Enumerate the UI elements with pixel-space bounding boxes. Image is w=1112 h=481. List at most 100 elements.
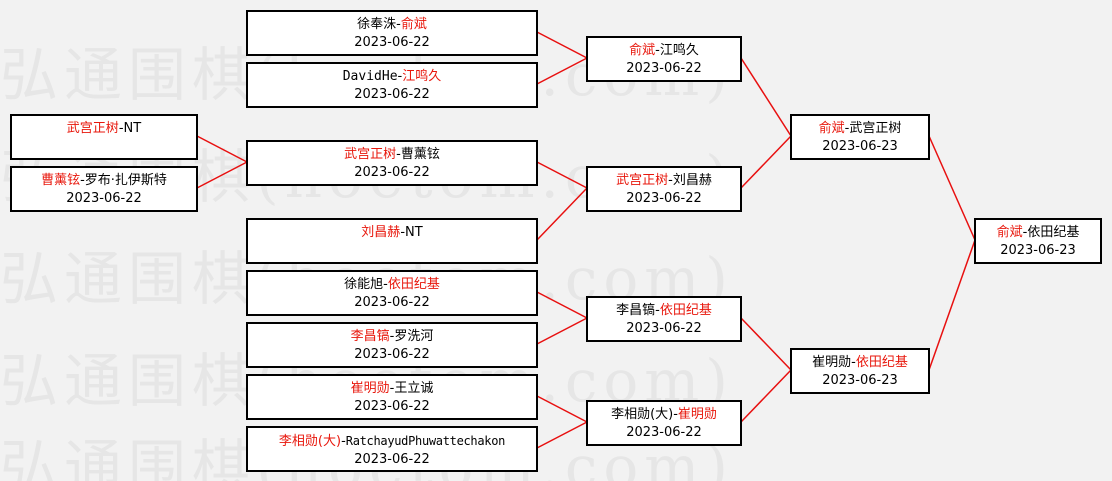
player-one: 曹薰铉 xyxy=(41,173,81,188)
match-date: 2023-06-22 xyxy=(66,191,142,206)
match-players: 俞斌-江鸣久 xyxy=(588,42,740,60)
player-one: 徐奉洙 xyxy=(357,17,397,32)
match-date: 2023-06-22 xyxy=(354,399,430,414)
connector-line xyxy=(536,317,588,345)
player-two: 俞斌 xyxy=(400,17,427,32)
match-date: 2023-06-22 xyxy=(354,35,430,50)
match-players: 崔明勋-依田纪基 xyxy=(792,354,928,372)
connector-line xyxy=(536,421,588,449)
player-one: DavidHe xyxy=(342,69,398,84)
match-date: 2023-06-22 xyxy=(354,347,430,362)
match-box: 李昌镐-罗洗河 2023-06-22 xyxy=(246,322,538,368)
separator: - xyxy=(668,173,673,188)
connector-line xyxy=(740,135,792,189)
player-two: NT xyxy=(405,225,423,240)
player-two: 江鸣久 xyxy=(659,43,699,58)
connector-line xyxy=(536,187,588,241)
match-date: 2023-06-23 xyxy=(822,373,898,388)
separator: - xyxy=(389,329,395,344)
separator: - xyxy=(400,225,406,240)
separator: - xyxy=(396,147,401,162)
player-one: 俞斌 xyxy=(629,43,656,58)
player-two: 刘昌赫 xyxy=(672,173,712,188)
match-box: 李相勋(大)-RatchayudPhuwattechakon 2023-06-2… xyxy=(246,426,538,472)
match-box: 曹薰铉-罗布·扎伊斯特 2023-06-22 xyxy=(10,166,198,212)
match-date: 2023-06-22 xyxy=(354,452,430,467)
separator: - xyxy=(673,407,678,422)
player-one: 武宫正树 xyxy=(66,121,119,136)
connector-line xyxy=(536,57,588,85)
player-one: 徐能旭 xyxy=(344,277,384,292)
player-two: 武宫正树 xyxy=(849,121,902,136)
match-players: 李昌镐-罗洗河 xyxy=(248,328,536,346)
match-players: 崔明勋-王立诚 xyxy=(248,380,536,398)
match-players: 武宫正树-刘昌赫 xyxy=(588,172,740,190)
match-date: 2023-06-22 xyxy=(626,61,702,76)
connector-line xyxy=(740,369,792,423)
connector-line xyxy=(196,135,248,163)
match-players: 曹薰铉-罗布·扎伊斯特 xyxy=(12,172,196,190)
player-two: 依田纪基 xyxy=(1027,225,1080,240)
player-two: 曹薰铉 xyxy=(400,147,440,162)
player-one: 李相勋(大) xyxy=(611,407,674,422)
player-two: 王立诚 xyxy=(394,381,434,396)
match-date: 2023-06-22 xyxy=(626,425,702,440)
separator: - xyxy=(1022,225,1028,240)
player-one: 李昌镐 xyxy=(616,303,656,318)
match-date: 2023-06-22 xyxy=(626,321,702,336)
match-box: 俞斌-江鸣久 2023-06-22 xyxy=(586,36,742,82)
final-match-box: 俞斌-依田纪基 2023-06-23 xyxy=(974,218,1102,264)
separator: - xyxy=(851,355,856,370)
player-one: 武宫正树 xyxy=(344,147,397,162)
match-players: 刘昌赫-NT xyxy=(248,224,536,242)
player-one: 李相勋(大) xyxy=(278,434,342,449)
player-one: 俞斌 xyxy=(996,225,1023,240)
match-players: 李昌镐-依田纪基 xyxy=(588,302,740,320)
match-date: 2023-06-22 xyxy=(354,87,430,102)
match-box: 崔明勋-王立诚 2023-06-22 xyxy=(246,374,538,420)
separator: - xyxy=(383,277,388,292)
match-box: 武宫正树-NT xyxy=(10,114,198,160)
match-players: 俞斌-依田纪基 xyxy=(976,224,1100,242)
separator: - xyxy=(80,173,85,188)
player-two: 崔明勋 xyxy=(677,407,717,422)
separator: - xyxy=(396,17,401,32)
connector-line xyxy=(928,135,976,241)
separator: - xyxy=(341,434,346,449)
player-one: 崔明勋 xyxy=(812,355,852,370)
separator: - xyxy=(118,121,124,136)
match-box: 崔明勋-依田纪基 2023-06-23 xyxy=(790,348,930,394)
player-one: 刘昌赫 xyxy=(361,225,401,240)
match-date: 2023-06-22 xyxy=(354,165,430,180)
player-two: 依田纪基 xyxy=(387,277,440,292)
connector-line xyxy=(740,317,792,371)
match-box: 徐奉洙-俞斌 2023-06-22 xyxy=(246,10,538,56)
match-box: 俞斌-武宫正树 2023-06-23 xyxy=(790,114,930,160)
match-date: 2023-06-22 xyxy=(354,295,430,310)
match-date: 2023-06-23 xyxy=(822,139,898,154)
connector-line xyxy=(536,395,588,423)
player-one: 武宫正树 xyxy=(616,173,669,188)
connector-line xyxy=(536,31,588,59)
connector-line xyxy=(536,161,588,189)
separator: - xyxy=(844,121,850,136)
player-two: RatchayudPhuwattechakon xyxy=(345,434,506,448)
separator: - xyxy=(655,43,660,58)
match-players: 徐能旭-依田纪基 xyxy=(248,276,536,294)
player-one: 俞斌 xyxy=(818,121,845,136)
connector-line xyxy=(740,57,792,137)
match-date: 2023-06-22 xyxy=(626,191,702,206)
match-players: 武宫正树-曹薰铉 xyxy=(248,146,536,164)
match-players: 李相勋(大)-崔明勋 xyxy=(588,406,740,424)
connector-line xyxy=(196,161,248,189)
player-two: 依田纪基 xyxy=(659,303,712,318)
match-box: 李相勋(大)-崔明勋 2023-06-22 xyxy=(586,400,742,446)
connector-line xyxy=(928,239,976,371)
match-box: 徐能旭-依田纪基 2023-06-22 xyxy=(246,270,538,316)
match-players: 徐奉洙-俞斌 xyxy=(248,16,536,34)
separator: - xyxy=(397,69,403,84)
connector-line xyxy=(536,291,588,319)
player-two: NT xyxy=(123,121,142,136)
player-two: 罗布·扎伊斯特 xyxy=(84,173,167,188)
